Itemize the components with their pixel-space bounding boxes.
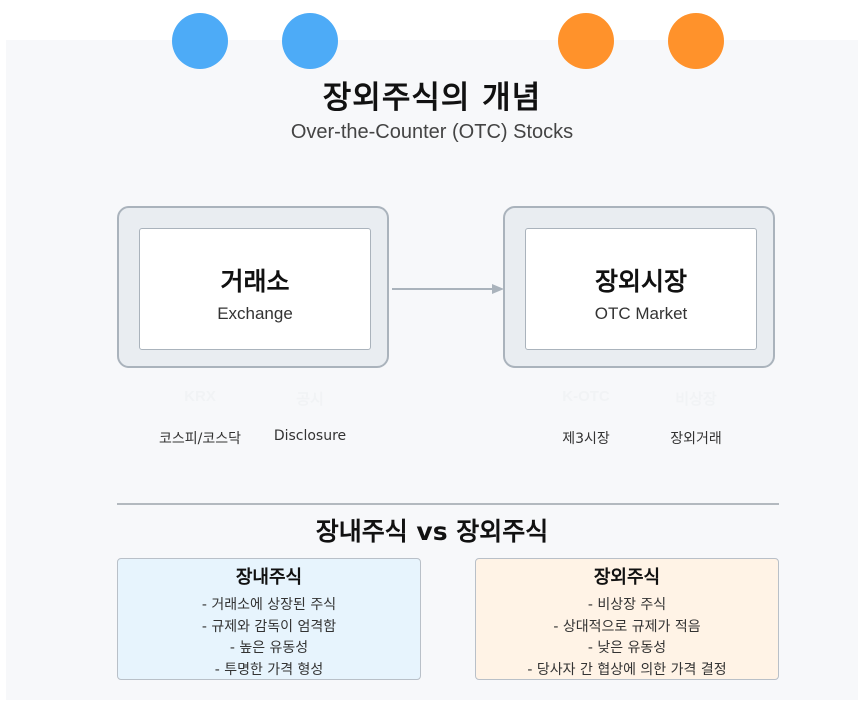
otc-circle-left xyxy=(558,13,614,69)
arrow-head xyxy=(492,284,504,294)
diagram-title: 장외주식의 개념 xyxy=(322,80,542,116)
arrow-connector xyxy=(392,284,504,294)
section-divider xyxy=(117,503,779,505)
comparison-title: 장내주식 vs 장외주식 xyxy=(315,517,549,546)
exchange-circle-right xyxy=(282,13,338,69)
otc-tag-unlisted: 비상장 xyxy=(675,391,717,408)
list-item: - 당사자 간 협상에 의한 가격 결정 xyxy=(527,661,727,678)
list-item: - 비상장 주식 xyxy=(587,597,667,613)
exchange-inner-box: 거래소 Exchange xyxy=(139,228,371,350)
listed-stock-card: 장내주식 - 거래소에 상장된 주식 - 규제와 감독이 엄격함 - 높은 유동… xyxy=(117,558,421,680)
otc-circle-right xyxy=(668,13,724,69)
unlisted-stock-list: - 비상장 주식 - 상대적으로 규제가 적음 - 낮은 유동성 - 당사자 간… xyxy=(476,595,778,681)
list-item: - 거래소에 상장된 주식 xyxy=(201,597,337,613)
exchange-subtitle: Exchange xyxy=(217,304,293,323)
exchange-title: 거래소 xyxy=(220,267,290,296)
list-item: - 높은 유동성 xyxy=(229,640,309,656)
exchange-box: 거래소 Exchange xyxy=(117,206,389,368)
unlisted-stock-title: 장외주식 xyxy=(593,567,661,588)
otc-tag-kotc-sub: 제3시장 xyxy=(562,431,610,447)
otc-tag-unlisted-sub: 장외거래 xyxy=(670,431,722,447)
otc-title: 장외시장 xyxy=(594,267,687,296)
otc-box: 장외시장 OTC Market xyxy=(503,206,775,368)
exchange-tag-disclosure: 공시 xyxy=(296,391,324,408)
exchange-circle-left xyxy=(172,13,228,69)
list-item: - 상대적으로 규제가 적음 xyxy=(553,618,701,635)
exchange-tag-disclosure-sub: Disclosure xyxy=(273,428,347,444)
otc-inner-box: 장외시장 OTC Market xyxy=(525,228,757,350)
list-item: - 규제와 감독이 엄격함 xyxy=(201,618,337,635)
list-item: - 낮은 유동성 xyxy=(587,640,667,656)
listed-stock-title: 장내주식 xyxy=(235,567,303,588)
otc-tag-kotc: K-OTC xyxy=(562,388,610,405)
list-item: - 투명한 가격 형성 xyxy=(214,661,324,678)
diagram-subtitle: Over-the-Counter (OTC) Stocks xyxy=(290,121,574,143)
listed-stock-list: - 거래소에 상장된 주식 - 규제와 감독이 엄격함 - 높은 유동성 - 투… xyxy=(118,595,420,681)
exchange-tag-krx: KRX xyxy=(184,388,216,405)
unlisted-stock-card: 장외주식 - 비상장 주식 - 상대적으로 규제가 적음 - 낮은 유동성 - … xyxy=(475,558,779,680)
exchange-tag-krx-sub: 코스피/코스닥 xyxy=(159,431,241,447)
otc-subtitle: OTC Market xyxy=(594,304,688,323)
